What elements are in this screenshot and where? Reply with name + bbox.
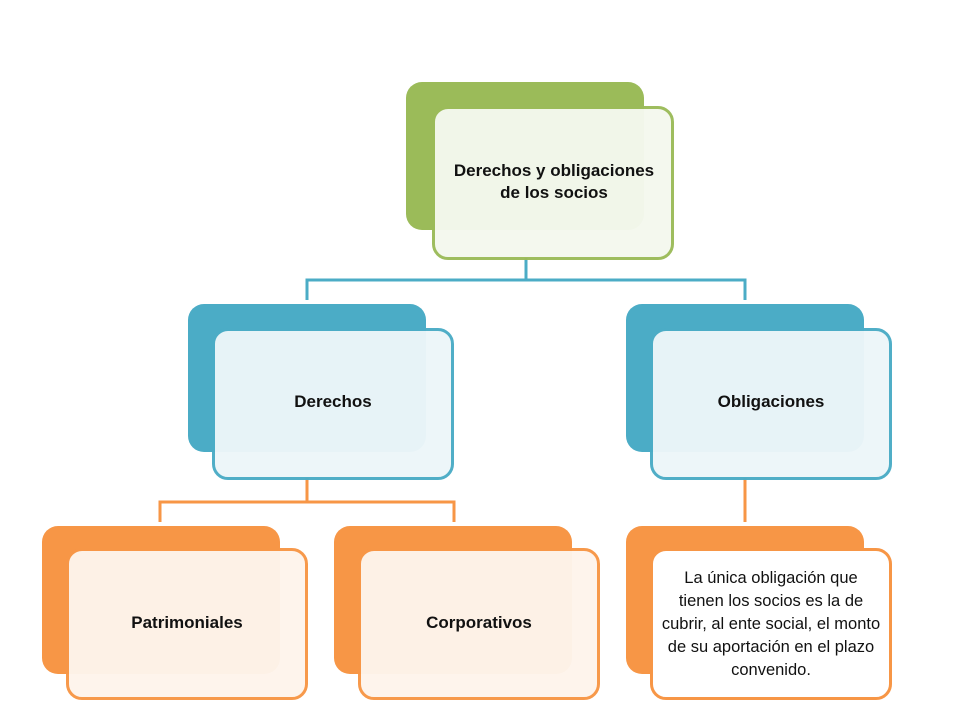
node-obligations-front bbox=[650, 328, 892, 480]
connector-level3-bar bbox=[158, 500, 456, 522]
node-corporate: Corporativos bbox=[334, 526, 602, 702]
connector-level2-bar bbox=[305, 278, 747, 300]
node-obligation-detail-front bbox=[650, 548, 892, 700]
node-rights: Derechos bbox=[188, 304, 456, 482]
node-root-label: Derechos y obligaciones de los socios bbox=[453, 161, 655, 202]
node-corporate-label: Corporativos bbox=[426, 613, 532, 632]
node-patrimonial-front bbox=[66, 548, 308, 700]
node-root: Derechos y obligaciones de los socios bbox=[406, 82, 674, 260]
node-patrimonial: Patrimoniales bbox=[42, 526, 310, 702]
node-obligations-label: Obligaciones bbox=[717, 392, 825, 411]
node-obligation-detail: La única obligación que tienen los socio… bbox=[626, 526, 894, 702]
node-obligations: Obligaciones bbox=[626, 304, 894, 482]
node-patrimonial-label: Patrimoniales bbox=[131, 613, 243, 632]
node-root-front bbox=[432, 106, 674, 260]
node-obligation-detail-label: La única obligación que tienen los socio… bbox=[661, 568, 881, 679]
node-rights-front bbox=[212, 328, 454, 480]
node-rights-label: Derechos bbox=[294, 392, 372, 411]
node-corporate-front bbox=[358, 548, 600, 700]
